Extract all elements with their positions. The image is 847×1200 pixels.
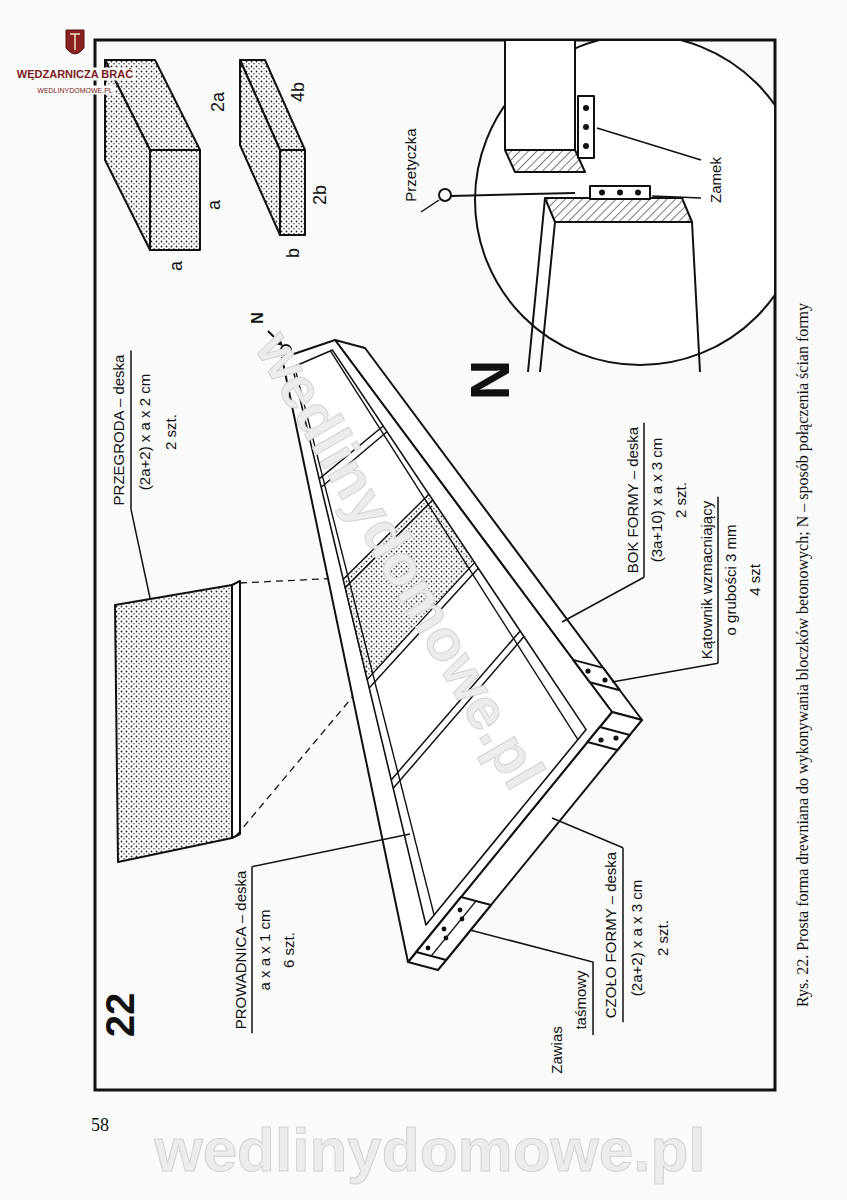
angle-bracket [588,727,630,750]
leader-line [252,834,410,867]
static-leaders [421,128,701,1035]
hinge-hole [442,927,447,932]
board-end-grain [545,198,692,222]
plate-hole [617,190,623,196]
crest-mark [70,34,80,50]
part-name: Przetyczka [403,128,418,201]
detail-board-edge [692,222,700,372]
dimension-label: 2a [209,92,227,112]
hinge-hole [458,908,463,913]
part-name: taśmowy [573,970,588,1029]
leader-line [652,196,701,198]
part-name: CZOŁO FORMY – deska [603,852,618,1018]
figure-caption: Rys. 22. Prosta forma drewniana do wykon… [795,303,811,1007]
part-quantity: 6 szt. [281,932,296,968]
dimension-label: b [284,248,302,258]
lock-plate [578,96,594,158]
strap-hinge [416,897,491,960]
block-face [150,150,200,250]
hinge-hole [426,946,431,951]
leader-line [562,577,644,622]
part-dimensions: a x a x 1 cm [257,910,272,991]
hinge-hole [444,936,449,941]
leader-line [470,930,593,1035]
pin-ring [439,189,451,201]
hinge-hole [460,917,465,922]
label-rule [251,867,253,1034]
partition-edge [232,581,240,838]
dimension-label: 4b [289,82,307,102]
leader-line [552,818,623,848]
bracket-hole [598,737,603,742]
part-name: Zawias [549,1026,564,1074]
detail-marker: N [462,360,518,400]
pin-rod [451,193,575,196]
part-dimensions: (2a+2) x a x 3 cm [629,880,644,996]
dimension-label: a [205,200,223,210]
logo-crest [66,30,84,54]
page-number: 58 [91,1116,109,1134]
part-dimensions: o grubości 3 mm [723,525,738,636]
part-name: BOK FORMY – deska [625,427,640,573]
dashed-line [240,578,341,583]
part-quantity: 2 szt. [655,920,670,956]
label-rule [622,848,624,1022]
plate-hole [583,143,589,149]
detail-view [439,41,774,372]
dimension-label: a [167,261,185,271]
lock-plate [590,186,650,199]
leader-line [421,200,439,212]
measured-leaders [131,351,718,1034]
angle-bracket [573,660,620,690]
plate-hole [583,124,589,130]
plate-hole [599,190,605,196]
watermark: wedlinydomowe.pl [154,1119,705,1181]
bracket-hole [585,668,590,673]
bracket-hole [602,677,607,682]
figure-number: 22 [100,993,140,1038]
logo-text: WĘDZARNICZA BRAĆ [14,68,136,81]
board-end-grain [505,150,585,172]
detail-marker: N [250,312,266,324]
crest-shield [66,30,84,54]
plate-hole [635,190,641,196]
leader-line [612,663,718,682]
partition-board [115,581,240,862]
detail-circle [475,41,774,365]
part-quantity: 4 szt [747,564,762,596]
part-quantity: 2 szt. [673,482,688,518]
leader-line [597,128,701,160]
dimension-label: 2b [311,185,329,205]
detail-board [505,41,575,150]
leader-line [131,509,150,598]
part-dimensions: (2a+2) x a x 2 cm [137,374,152,490]
bracket-hole [613,735,618,740]
label-rule [130,351,132,510]
label-rule [717,497,719,663]
partition-face [115,585,232,862]
part-dimensions: (3a+10) x a x 3 cm [649,438,664,563]
part-name: Kątownik wzmacniający [699,501,714,659]
figure-frame [95,40,775,1090]
block-face [240,60,280,235]
plate-hole [583,105,589,111]
concrete-blocks [105,60,305,250]
logo-subtext: WEDLINYDOMOWE.PL [34,86,115,95]
block-face [280,150,305,235]
label-rule [643,423,645,577]
hinge-knuckle [431,901,476,956]
part-name: PRZEGRODA – deska [111,355,126,506]
dashed-line [236,682,365,836]
part-name: Zamek [708,157,723,203]
part-quantity: 2 szt. [163,414,178,450]
part-name: PROWADNICA – deska [233,871,248,1030]
detail-board-edge [540,222,555,372]
